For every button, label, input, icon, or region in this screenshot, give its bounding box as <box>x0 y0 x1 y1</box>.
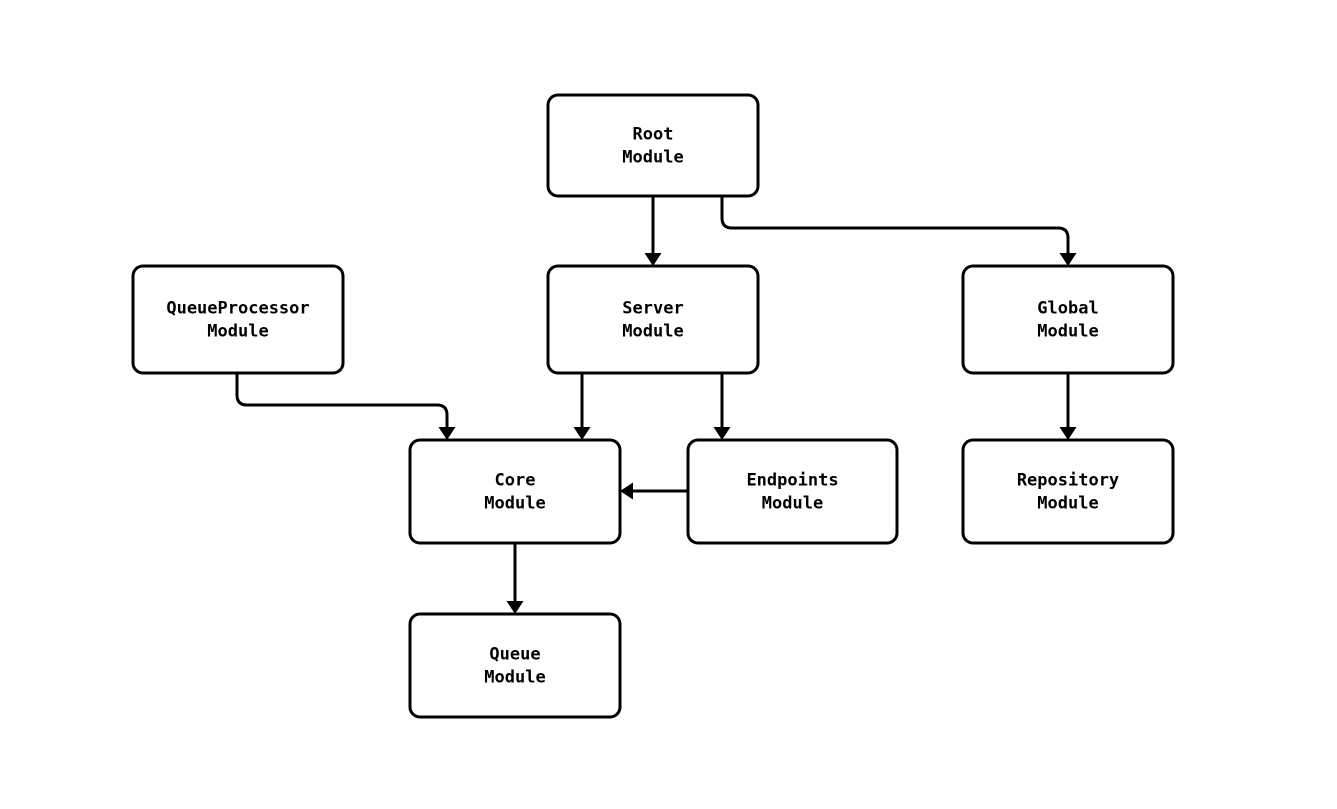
node-label-secondary: Module <box>1037 322 1098 342</box>
node-label-primary: Endpoints <box>746 471 838 491</box>
edge-line <box>720 196 1070 256</box>
node-label-primary: Core <box>495 471 536 491</box>
node-box[interactable] <box>546 93 760 198</box>
node-label-primary: Root <box>633 125 674 145</box>
edges-layer <box>235 196 1077 614</box>
node-label-secondary: Module <box>484 668 545 688</box>
node-label-primary: Repository <box>1017 471 1119 491</box>
arrow-head-icon <box>573 427 591 440</box>
arrow-head-icon <box>620 482 633 500</box>
edge-server-to-core <box>573 373 591 440</box>
node-label-secondary: Module <box>484 494 545 514</box>
node-label-primary: Queue <box>489 645 540 665</box>
nodes-layer: RootModuleQueueProcessorModuleServerModu… <box>131 93 1175 719</box>
node-box[interactable] <box>408 438 622 545</box>
edge-root-to-server <box>644 196 662 266</box>
node-label-secondary: Module <box>762 494 823 514</box>
node-label-secondary: Module <box>1037 494 1098 514</box>
node-label-secondary: Module <box>622 322 683 342</box>
arrow-head-icon <box>506 601 524 614</box>
edge-queueprocessor-to-core <box>235 373 456 440</box>
node-label-secondary: Module <box>622 148 683 168</box>
node-box[interactable] <box>686 438 899 545</box>
edge-endpoints-to-core <box>620 482 688 500</box>
edge-root-to-global <box>720 196 1077 266</box>
edge-line <box>235 373 449 430</box>
arrow-head-icon <box>438 427 456 440</box>
edge-core-to-queue <box>506 543 524 614</box>
node-label-primary: Global <box>1037 299 1098 319</box>
arrow-head-icon <box>1059 427 1077 440</box>
node-label-primary: Server <box>622 299 683 319</box>
arrow-head-icon <box>713 427 731 440</box>
node-box[interactable] <box>546 264 760 375</box>
edge-server-to-endpoints <box>713 373 731 440</box>
node-label-primary: QueueProcessor <box>166 299 309 319</box>
edge-global-to-repository <box>1059 373 1077 440</box>
arrow-head-icon <box>1059 253 1077 266</box>
node-box[interactable] <box>961 264 1175 375</box>
arrow-head-icon <box>644 253 662 266</box>
node-box[interactable] <box>961 438 1175 545</box>
node-label-secondary: Module <box>207 322 268 342</box>
node-box[interactable] <box>408 612 622 719</box>
node-box[interactable] <box>131 264 345 375</box>
